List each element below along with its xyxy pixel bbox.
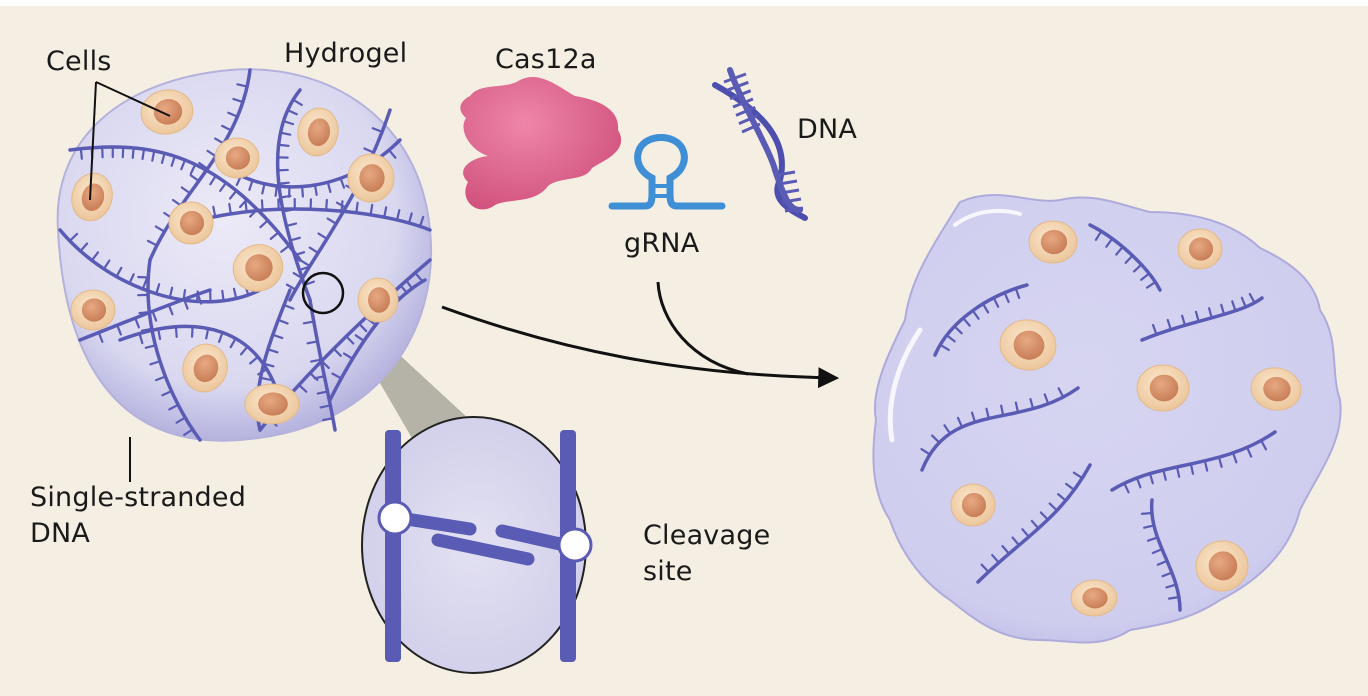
cell — [297, 107, 339, 157]
label-cells: Cells — [46, 46, 112, 77]
cell — [1250, 367, 1302, 411]
top-border — [0, 0, 1368, 6]
cell — [999, 319, 1057, 371]
label-dna: DNA — [797, 114, 858, 145]
cell — [140, 89, 194, 135]
label-leader-lines — [89, 81, 171, 482]
ssdna-crosslink — [118, 324, 282, 402]
cleaved-fragment — [920, 386, 1080, 472]
ssdna-network — [58, 68, 432, 442]
cleaved-fragment — [1140, 292, 1264, 342]
cell — [214, 137, 260, 179]
cells-leader-2 — [89, 81, 97, 201]
label-cas12a: Cas12a — [495, 44, 597, 75]
cell — [70, 289, 116, 331]
ssdna-crosslink — [146, 68, 252, 262]
dna-double-helix — [712, 67, 808, 221]
cells-leader — [95, 81, 171, 117]
label-ssdna: Single-stranded DNA — [30, 482, 247, 549]
cell — [244, 383, 300, 425]
encapsulated-cells — [70, 89, 399, 425]
cell — [182, 343, 228, 393]
degraded-gel-body — [872, 194, 1342, 644]
cleaved-fragment — [1088, 223, 1162, 292]
ssdna-crosslink — [275, 88, 316, 302]
cleaved-fragment — [976, 463, 1092, 584]
released-cells — [950, 220, 1302, 617]
cell — [357, 277, 399, 323]
ssdna-crosslink — [198, 198, 432, 232]
label-cleavage-site: Cleavage site — [643, 520, 771, 587]
cell — [1028, 220, 1078, 264]
ssdna-crosslink — [68, 145, 302, 262]
cell — [168, 201, 214, 245]
cleavage-node-left — [377, 500, 413, 536]
cell — [232, 244, 284, 292]
cleavage-node-right — [557, 527, 593, 563]
cleaved-fragment — [1110, 430, 1277, 494]
grna-hairpin — [608, 134, 726, 210]
process-arrow — [441, 281, 840, 389]
cell — [71, 172, 113, 222]
cleavage-magnifier — [361, 416, 593, 674]
label-grna: gRNA — [624, 228, 700, 259]
cell — [1177, 228, 1223, 270]
cell — [1195, 540, 1249, 592]
cas12a-protein — [460, 77, 622, 210]
cleavage-site-marker[interactable] — [301, 271, 345, 315]
degraded-hydrogel — [872, 194, 1342, 644]
ssdna-crosslink — [78, 288, 212, 343]
cell — [1136, 364, 1190, 412]
intact-hydrogel — [56, 68, 432, 442]
label-hydrogel: Hydrogel — [284, 38, 408, 69]
cleaved-fragment — [1140, 498, 1182, 612]
cell — [1070, 579, 1118, 617]
cleaved-ssdna-fragments — [920, 223, 1277, 612]
cell — [347, 153, 395, 203]
cleaved-fragment — [933, 283, 1029, 357]
strand-left — [385, 430, 401, 662]
cell — [950, 483, 996, 527]
